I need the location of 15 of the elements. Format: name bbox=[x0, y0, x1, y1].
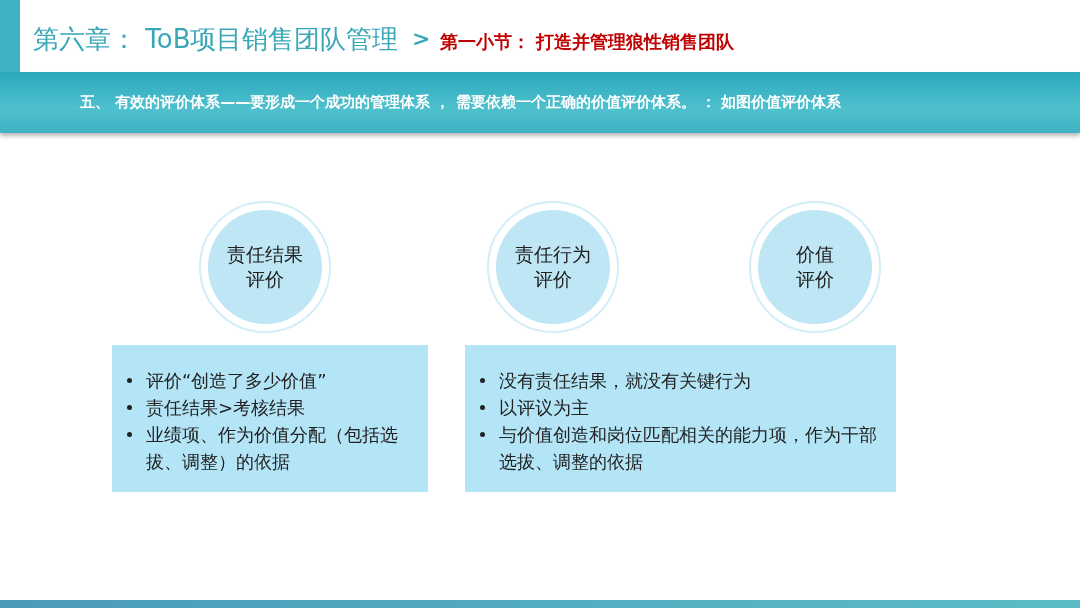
bullet-item: 业绩项、作为价值分配（包括选拔、调整）的依据 bbox=[146, 421, 408, 475]
bullet-item: 以评议为主 bbox=[499, 394, 882, 421]
circle-label: 责任结果评价 bbox=[226, 242, 304, 292]
separator-sign: > bbox=[412, 26, 431, 51]
section-title: 第一小节： 打造并管理狼性销售团队 bbox=[440, 30, 735, 54]
chapter-title: 第六章： ToB项目销售团队管理 bbox=[33, 23, 399, 56]
circle-label: 责任行为评价 bbox=[514, 242, 592, 292]
bullet-item: 没有责任结果，就没有关键行为 bbox=[499, 367, 882, 394]
text-panel bbox=[465, 345, 896, 492]
subtitle-text: 五、 有效的评价体系——要形成一个成功的管理体系 ， 需要依赖一个正确的价值评价体系。 ： 如图价值评价体系 bbox=[80, 93, 842, 112]
circle-label: 价值评价 bbox=[795, 242, 835, 292]
bullet-item: 责任结果>考核结果 bbox=[146, 394, 408, 421]
text-panel bbox=[112, 345, 428, 492]
bullet-item: 与价值创造和岗位匹配相关的能力项，作为干部选拔、调整的依据 bbox=[499, 421, 882, 475]
bullet-item: 评价“创造了多少价值” bbox=[146, 367, 408, 394]
